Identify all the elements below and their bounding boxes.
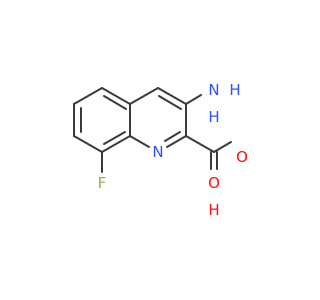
- bond-n1-c8a: [129, 135, 150, 148]
- nh2-h2-label: H: [208, 108, 219, 126]
- bond-c8-c8a: [73, 135, 103, 153]
- bond-c8a-c4a: [101, 135, 131, 153]
- bond-c2-ccooh: [185, 135, 215, 153]
- bond-c5-c6-inner: [103, 95, 127, 110]
- hydroxyl-o-label: O: [208, 174, 220, 192]
- molecule-structure: N H H N F O O H: [73, 81, 248, 219]
- bond-c-oh: [213, 141, 232, 153]
- hydroxyl-h-label: H: [208, 201, 219, 219]
- bond-c6-c7: [73, 87, 103, 105]
- bond-c4-c3: [157, 87, 187, 105]
- nh2-h-label: H: [229, 81, 240, 99]
- nh2-n-label: N: [208, 81, 219, 99]
- carbonyl-oxygen-label: O: [236, 148, 248, 166]
- bond-c4-c3-inner: [158, 95, 182, 110]
- fluorine-label: F: [98, 174, 107, 192]
- bond-c5-c6: [101, 87, 131, 105]
- bond-c8a-c4a-inner: [103, 131, 126, 145]
- bond-c4a-c4: [129, 87, 159, 105]
- bond-c2-n1-inner: [164, 131, 181, 142]
- bond-c2-n1: [166, 135, 187, 148]
- bond-c3-nh2: [185, 94, 202, 105]
- ring-nitrogen-label: N: [152, 143, 163, 161]
